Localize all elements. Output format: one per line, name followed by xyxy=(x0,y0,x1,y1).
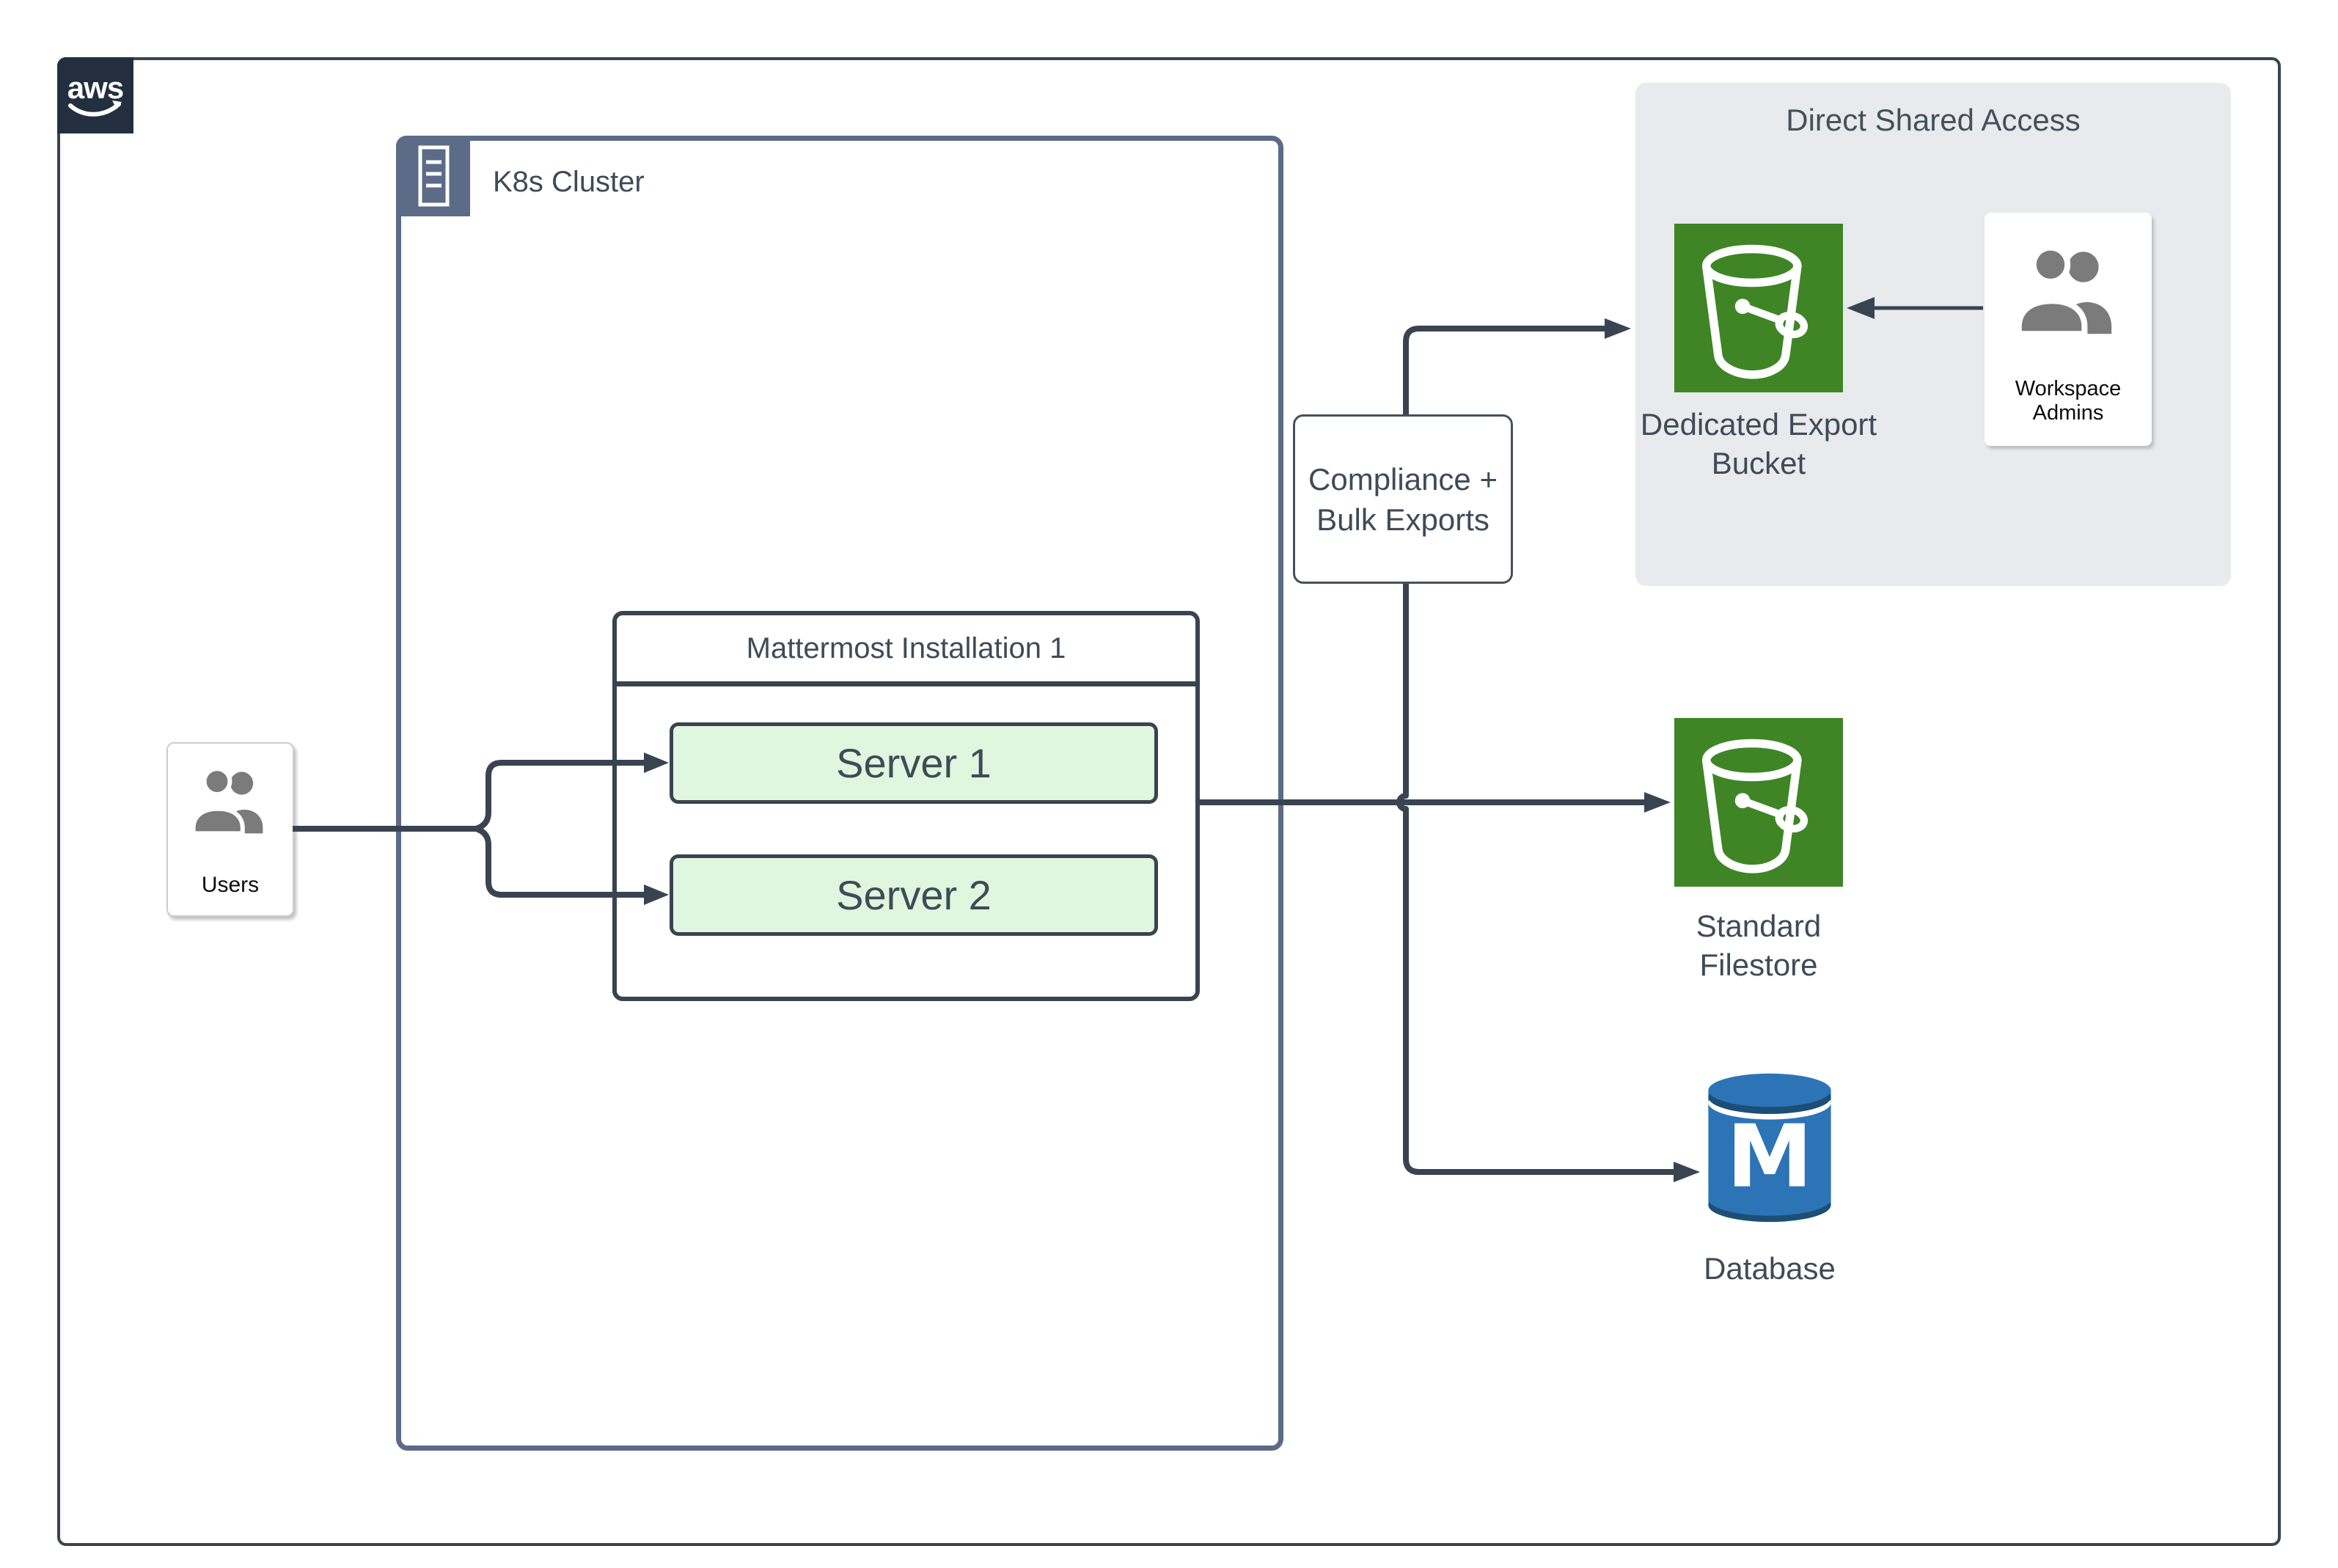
aws-logo-text: aws xyxy=(67,70,123,105)
compliance-label-line2: Bulk Exports xyxy=(1316,502,1489,537)
users-card: Users xyxy=(166,742,294,917)
dedicated-export-bucket-label-line2: Bucket xyxy=(1711,446,1806,480)
compliance-label-line1: Compliance + xyxy=(1308,461,1498,497)
k8s-cluster-label: K8s Cluster xyxy=(493,166,645,198)
workspace-admins-icon xyxy=(2015,244,2112,337)
direct-shared-access-title: Direct Shared Access xyxy=(1786,103,2081,137)
users-label: Users xyxy=(201,873,260,897)
compliance-bulk-exports-box: Compliance + Bulk Exports xyxy=(1293,414,1513,584)
server-2-box: Server 2 xyxy=(670,854,1158,936)
users-icon xyxy=(191,766,263,836)
database-label: Database xyxy=(1704,1251,1836,1286)
dedicated-export-bucket-icon xyxy=(1674,224,1843,392)
standard-filestore-label-line1: Standard xyxy=(1696,909,1822,943)
k8s-cluster-corner-badge xyxy=(396,136,470,216)
database-letter: M xyxy=(1726,1107,1812,1207)
outer-canvas-border xyxy=(57,57,2281,1546)
s3-bucket-icon xyxy=(1701,244,1809,379)
server-1-box: Server 1 xyxy=(670,722,1158,804)
database-cylinder-icon: M xyxy=(1700,1069,1839,1239)
server-rack-icon xyxy=(418,145,450,207)
aws-smile-arrow-tip xyxy=(112,100,122,109)
dedicated-export-bucket-label-line1: Dedicated Export xyxy=(1640,407,1877,442)
mattermost-installation-box: Mattermost Installation 1 xyxy=(612,611,1200,1001)
s3-bucket-icon xyxy=(1701,739,1809,873)
database-cylinder-icon: M xyxy=(1708,1073,1831,1223)
workspace-admins-label: Workspace Admins xyxy=(2015,377,2122,425)
standard-filestore-label: Standard Filestore xyxy=(1649,906,1869,984)
standard-filestore-label-line2: Filestore xyxy=(1699,948,1818,982)
mattermost-installation-title: Mattermost Installation 1 xyxy=(617,615,1195,686)
workspace-admins-card: Workspace Admins xyxy=(1985,213,2152,446)
aws-smile-icon xyxy=(68,102,121,117)
aws-logo-icon: aws xyxy=(67,70,124,117)
dedicated-export-bucket-label: Dedicated Export Bucket xyxy=(1612,405,1905,483)
aws-logo: aws xyxy=(57,57,133,133)
standard-filestore-icon xyxy=(1674,718,1843,887)
